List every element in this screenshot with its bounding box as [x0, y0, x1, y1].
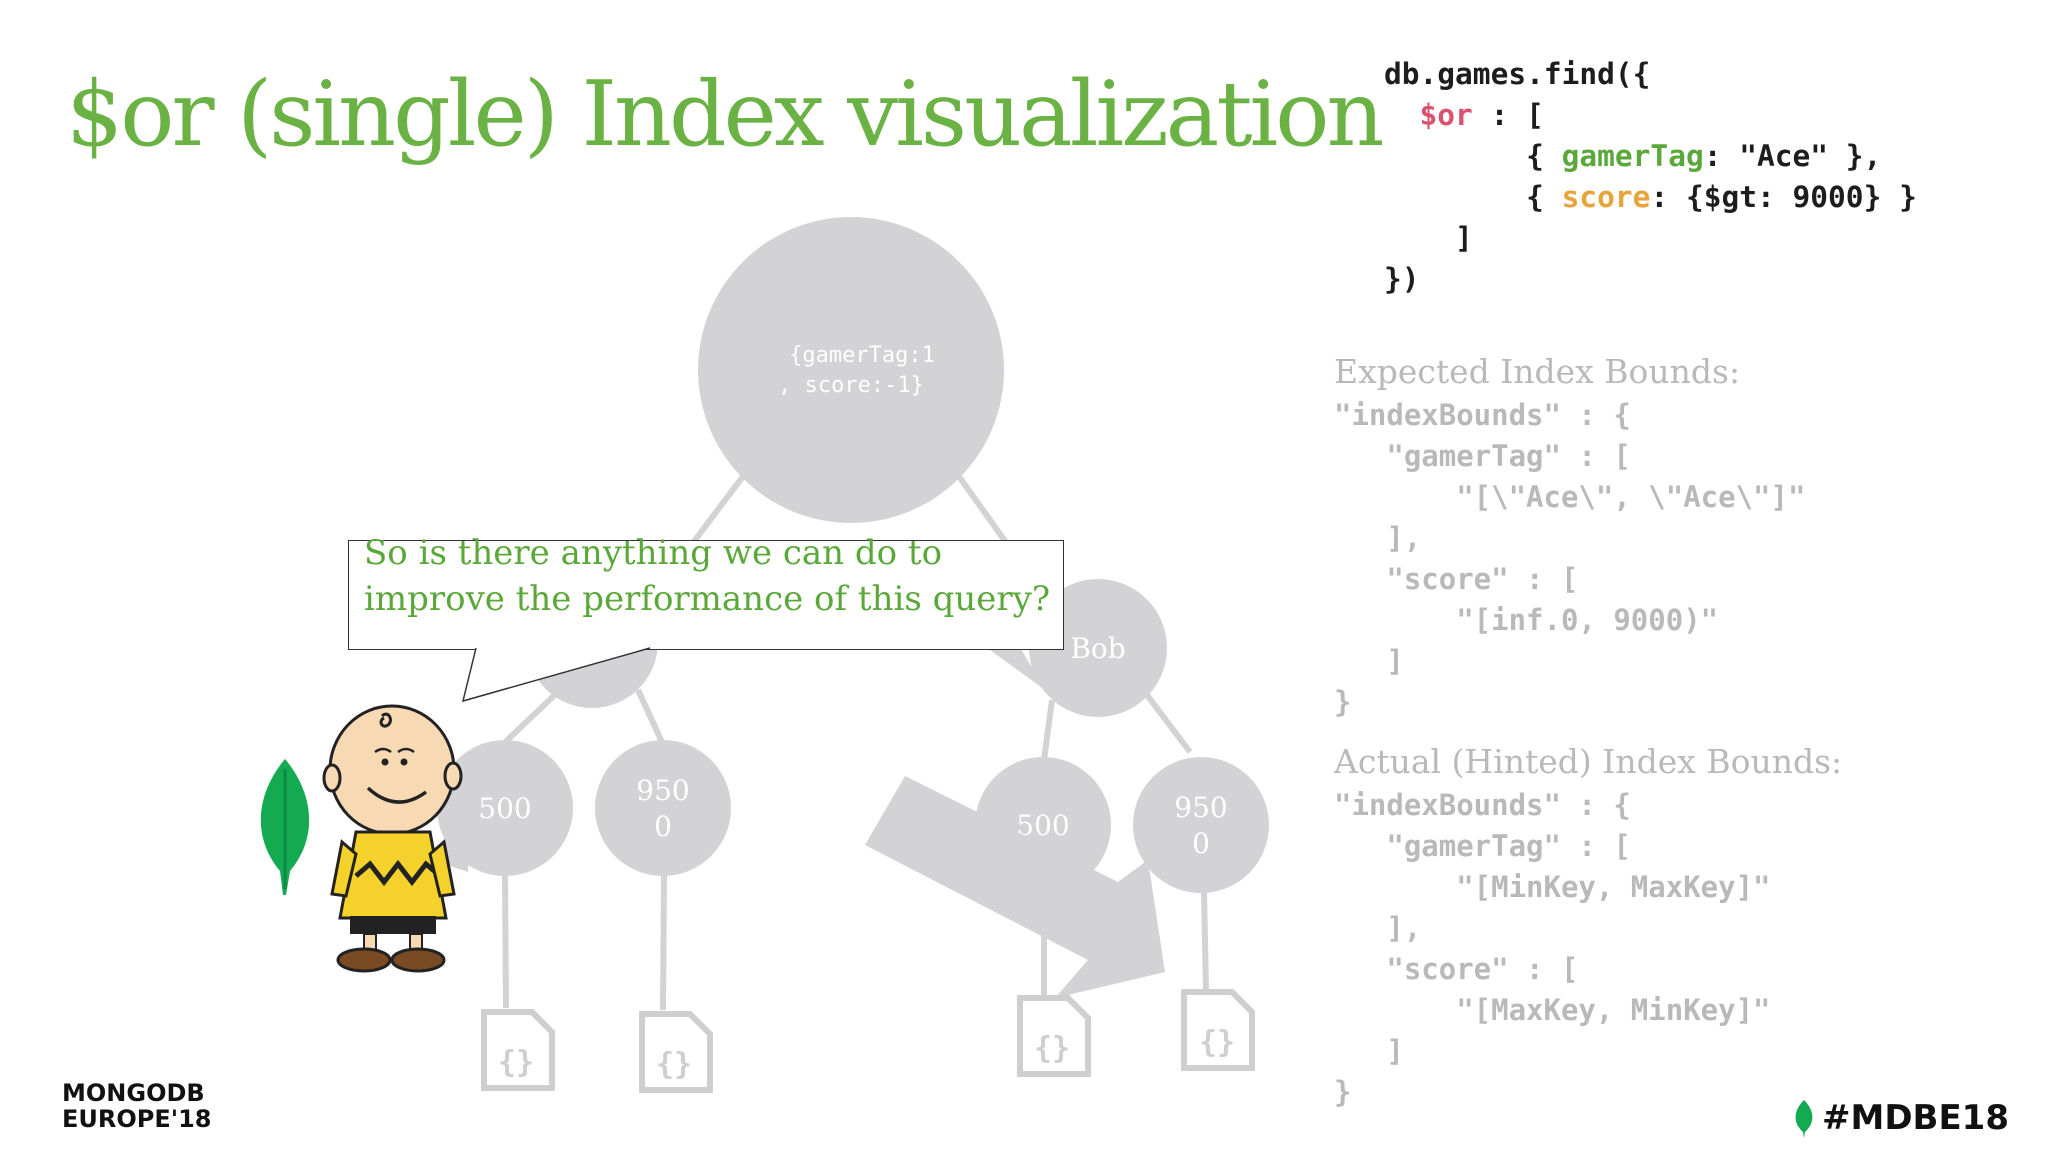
document-icon-2-glyph: {}	[656, 1047, 692, 1082]
clause-open-1: {	[1526, 139, 1562, 173]
speech-bubble	[348, 540, 1064, 650]
or-rest: : [	[1472, 98, 1544, 132]
actual-bounds-heading: Actual (Hinted) Index Bounds:	[1334, 742, 1843, 781]
expected-bounds-heading: Expected Index Bounds:	[1334, 352, 1741, 391]
slide-title: $or (single) Index visualization	[66, 62, 1384, 167]
right-leaf-9500-label-1: 950	[1174, 791, 1227, 824]
hashtag-leaf-icon	[1795, 1100, 1813, 1138]
document-icon-3: {}	[1017, 995, 1091, 1077]
gamertag-condition: : "Ace" },	[1703, 139, 1882, 173]
clause-open-2: {	[1526, 180, 1562, 214]
score-field: score	[1561, 180, 1651, 214]
edge-right-9500	[1144, 693, 1193, 754]
edge-right-500	[1041, 699, 1055, 761]
mongodb-leaf-icon	[260, 759, 310, 895]
document-icon-4: {}	[1181, 989, 1255, 1071]
speech-bubble-text: So is there anything we can do to improv…	[364, 533, 1051, 619]
or-operator: $or	[1419, 98, 1473, 132]
edge-root-right	[955, 473, 1013, 550]
edge-leaf-a	[502, 875, 509, 1009]
event-hashtag: #MDBE18	[1822, 1098, 2009, 1138]
gamertag-field: gamerTag	[1561, 139, 1704, 173]
edge-left-500	[499, 687, 563, 748]
right-leaf-9500-label-2: 0	[1192, 827, 1210, 860]
edge-left-9500	[635, 688, 665, 744]
expected-bounds-code: "indexBounds" : { "gamerTag" : [ "[\"Ace…	[1334, 398, 1806, 719]
charlie-brown-icon	[322, 704, 463, 973]
document-icon-1-glyph: {}	[498, 1045, 534, 1080]
left-leaf-9500-label-1: 950	[636, 774, 689, 807]
mongodb-europe-logo: MONGODB EUROPE'18	[62, 1079, 212, 1133]
root-node	[698, 217, 1004, 523]
left-leaf-9500	[595, 740, 731, 876]
document-icon-2: {}	[639, 1011, 713, 1093]
left-leaf-500	[437, 740, 573, 876]
query-code: db.games.find({ $or : [ { gamerTag: "Ace…	[1384, 54, 1917, 300]
root-label-line1: {gamerTag:1	[789, 343, 935, 368]
document-icon-4-glyph: {}	[1199, 1025, 1235, 1060]
edge-leaf-d	[1201, 891, 1209, 991]
right-leaf-9500	[1133, 757, 1269, 893]
edge-leaf-b	[660, 875, 667, 1011]
actual-bounds-code: "indexBounds" : { "gamerTag" : [ "[MinKe…	[1334, 788, 1771, 1109]
score-condition: : {$gt: 9000} }	[1650, 180, 1917, 214]
tree-edges	[499, 473, 1209, 1011]
scan-direction-arrow	[865, 776, 1165, 998]
speech-bubble-tail	[461, 647, 651, 703]
root-label-line2: , score:-1}	[778, 373, 924, 398]
document-icon-1: {}	[481, 1009, 555, 1091]
right-node-label: Bob	[1070, 632, 1125, 665]
array-close: ]	[1455, 221, 1473, 255]
left-leaf-500-label: 500	[478, 792, 531, 825]
left-leaf-9500-label-2: 0	[654, 810, 672, 843]
query-line-1: db.games.find({	[1384, 57, 1651, 91]
call-close: })	[1384, 262, 1420, 296]
document-icon-3-glyph: {}	[1034, 1031, 1070, 1066]
